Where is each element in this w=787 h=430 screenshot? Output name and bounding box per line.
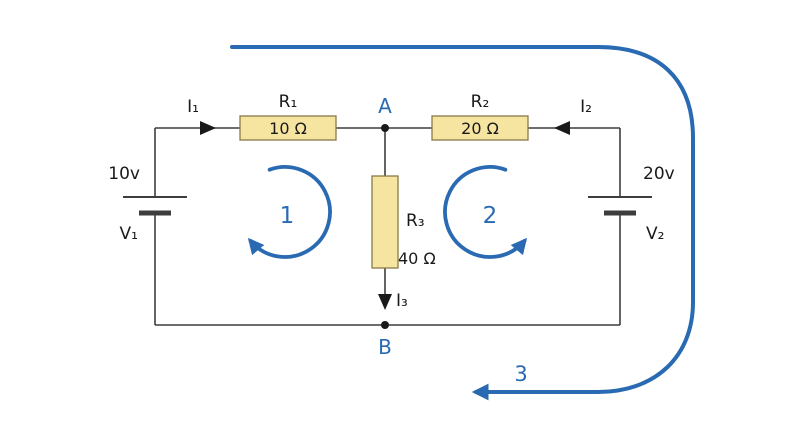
resistor-r2-label: R₂ [471, 92, 490, 112]
current-i2-label: I₂ [580, 97, 592, 117]
resistor-r1-label: R₁ [279, 92, 298, 112]
battery-v1-label: V₁ [120, 224, 138, 244]
resistor-r3-value: 40 Ω [398, 249, 436, 268]
battery-v1 [123, 196, 187, 216]
loop-2-arrow-icon [443, 165, 528, 259]
node-a-label: A [378, 94, 392, 118]
node-a-dot [381, 124, 389, 132]
resistor-r2-value: 20 Ω [461, 119, 499, 138]
battery-v1-value: 10v [108, 164, 140, 184]
resistor-r3 [371, 175, 399, 269]
loop-1-label: 1 [280, 203, 295, 229]
current-i3-arrow-icon [378, 294, 392, 310]
resistor-r2 [431, 115, 529, 141]
resistor-r1 [239, 115, 337, 141]
current-i2-arrow-icon [554, 121, 570, 135]
loop-2-label: 2 [483, 203, 498, 229]
loop-3-arrow-icon [230, 45, 695, 401]
battery-v2-value: 20v [643, 164, 675, 184]
battery-v2 [588, 196, 652, 216]
node-b-label: B [378, 335, 392, 359]
resistor-r3-label: R₃ [406, 211, 425, 231]
current-i1-arrow-icon [200, 121, 216, 135]
loop-3-label: 3 [514, 362, 527, 386]
current-i3-label: I₃ [396, 291, 408, 311]
resistor-r1-value: 10 Ω [269, 119, 307, 138]
loop-1-arrow-icon [247, 165, 332, 259]
node-b-dot [381, 321, 389, 329]
current-i1-label: I₁ [187, 97, 199, 117]
battery-v2-label: V₂ [646, 224, 664, 244]
